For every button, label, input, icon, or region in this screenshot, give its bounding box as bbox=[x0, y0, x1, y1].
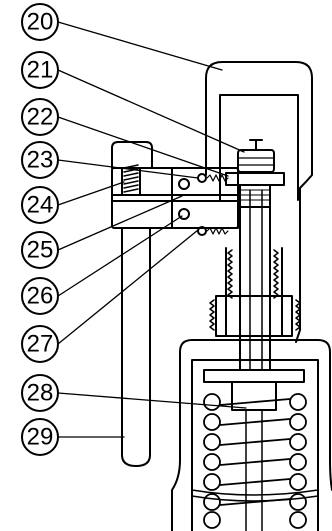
callout-28-label: 28 bbox=[27, 380, 54, 407]
small-spring-lower bbox=[206, 227, 229, 235]
callouts: 20 21 22 23 24 25 26 27 bbox=[21, 3, 59, 456]
top-nut bbox=[237, 149, 275, 173]
callout-21: 21 bbox=[21, 51, 59, 89]
lower-bushing bbox=[215, 295, 293, 337]
ball-lower bbox=[197, 226, 207, 236]
callout-28: 28 bbox=[21, 374, 59, 412]
callout-23: 23 bbox=[21, 141, 59, 179]
callout-27: 27 bbox=[21, 325, 59, 363]
callout-20-label: 20 bbox=[27, 9, 54, 36]
spring-seat bbox=[203, 369, 305, 383]
bushing-threads bbox=[209, 299, 301, 331]
callout-25-label: 25 bbox=[27, 237, 54, 264]
callout-22: 22 bbox=[21, 98, 59, 136]
upper-housing-cavity bbox=[219, 94, 299, 201]
callout-22-label: 22 bbox=[27, 104, 54, 131]
leader-lines bbox=[57, 21, 247, 438]
small-spring-upper bbox=[206, 174, 229, 182]
callout-26: 26 bbox=[21, 277, 59, 315]
left-pin-rod bbox=[121, 227, 151, 467]
callout-25: 25 bbox=[21, 231, 59, 269]
lower-housing bbox=[171, 339, 332, 531]
column-threads bbox=[227, 249, 279, 299]
callout-26-label: 26 bbox=[27, 283, 54, 310]
callout-24: 24 bbox=[21, 186, 59, 224]
callout-27-label: 27 bbox=[27, 331, 54, 358]
o-ring-upper bbox=[178, 178, 190, 190]
callout-29: 29 bbox=[21, 418, 59, 456]
ball-upper bbox=[197, 173, 207, 183]
callout-21-label: 21 bbox=[27, 57, 54, 84]
main-spring bbox=[203, 393, 307, 529]
lower-housing-inner bbox=[191, 359, 319, 531]
callout-29-label: 29 bbox=[27, 424, 54, 451]
callout-24-label: 24 bbox=[27, 192, 54, 219]
washer-plate bbox=[225, 172, 285, 186]
callout-23-label: 23 bbox=[27, 147, 54, 174]
o-ring-lower bbox=[178, 208, 190, 220]
callout-20: 20 bbox=[21, 3, 59, 41]
left-pin-head bbox=[111, 141, 153, 169]
